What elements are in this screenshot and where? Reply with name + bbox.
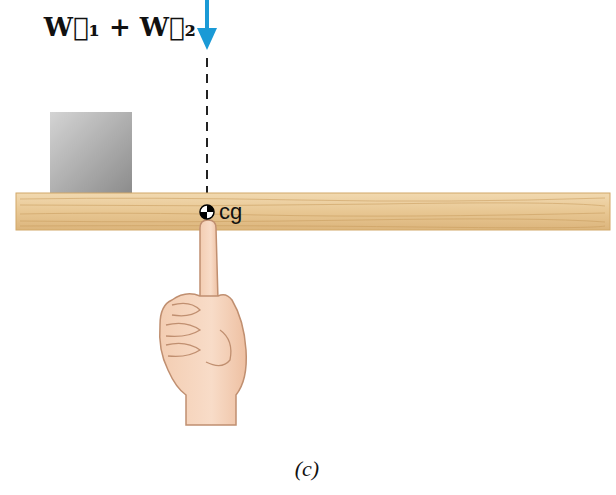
weight-block: [50, 112, 132, 193]
cg-label: cg: [219, 199, 242, 225]
figure-caption: (c): [295, 456, 319, 482]
cg-symbol: [200, 205, 214, 219]
wood-grain: [20, 198, 605, 228]
weight-arrow-shaft: [205, 0, 209, 32]
weight-label: W⃗₁ + W⃗₂: [44, 12, 196, 42]
weight-arrowhead: [197, 28, 217, 50]
board: [16, 193, 610, 230]
supporting-hand: [160, 220, 247, 425]
line-of-action: [206, 58, 208, 198]
